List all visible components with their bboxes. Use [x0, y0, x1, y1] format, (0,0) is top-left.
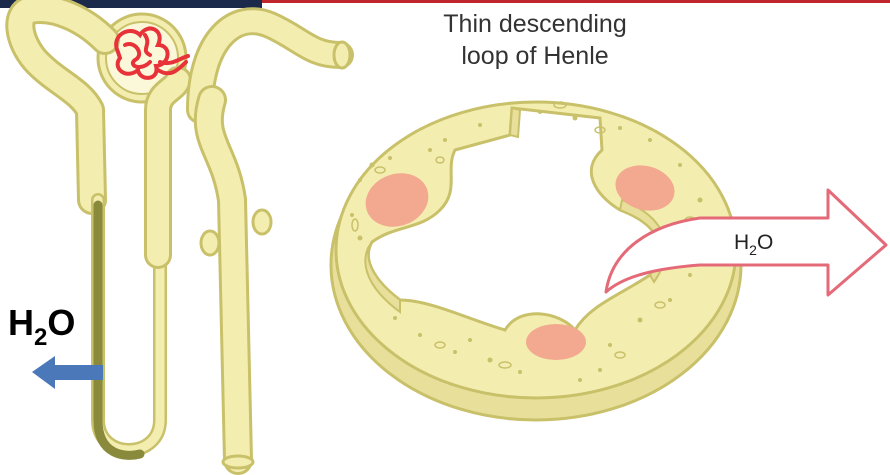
- section-title-line1: Thin descending: [443, 10, 626, 38]
- section-title-line2: loop of Henle: [461, 42, 608, 70]
- nucleus-bottom: [526, 324, 586, 360]
- nephron: [20, 9, 350, 468]
- water-label-left: H2O: [8, 302, 75, 351]
- top-border-red: [262, 0, 890, 3]
